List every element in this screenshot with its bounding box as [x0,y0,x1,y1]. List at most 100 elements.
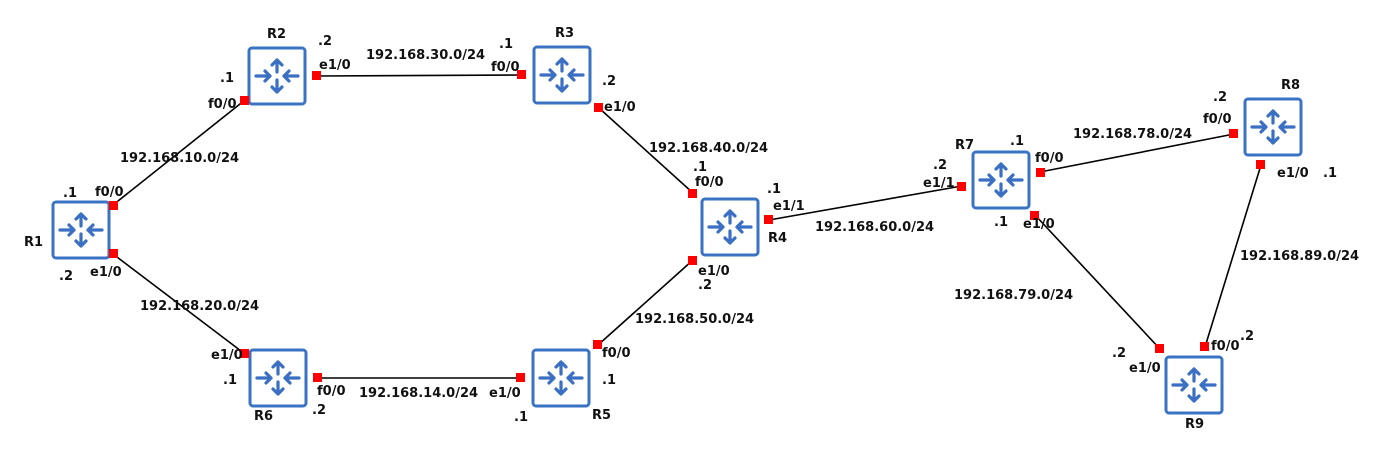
if-label-r4-f00: f0/0 [695,175,724,190]
ip-label-r2-e10: .2 [318,34,332,49]
router-r5[interactable] [531,348,591,408]
router-label-r2: R2 [267,27,286,42]
if-label-r5-f00: f0/0 [602,346,631,361]
router-r2[interactable] [247,46,307,106]
link-r4-r7 [768,185,963,221]
link-r3-r4 [598,107,694,194]
ip-label-r6-e10: .1 [223,373,237,388]
interface-labels: f0/0 .1 e1/0 .2 f0/0 .1 e1/0 .2 f0/0 .1 … [59,34,1337,425]
link-r8-r9 [1204,164,1262,348]
port-r5-f00[interactable] [593,340,602,349]
router-label-r4: R4 [768,231,787,246]
link-r2-r3 [316,74,523,77]
link-r4-r5 [597,259,694,346]
ip-label-r3-e10: .2 [602,74,616,89]
port-r5-e10[interactable] [516,373,525,382]
ip-label-r5-e10: .1 [514,410,528,425]
router-label-r7: R7 [955,138,974,153]
if-label-r6-e10: e1/0 [211,348,243,363]
ip-label-r3-f00: .1 [499,37,513,52]
if-label-r1-e10: e1/0 [90,265,122,280]
router-r1[interactable] [51,200,111,260]
router-label-r8: R8 [1281,78,1300,93]
network-label-r4-r7: 192.168.60.0/24 [815,220,934,235]
if-label-r7-e10: e1/0 [1023,217,1055,232]
network-label-r7-r9: 192.168.79.0/24 [954,288,1073,303]
port-r6-e10[interactable] [240,349,249,358]
if-label-r4-e10: e1/0 [698,264,730,279]
router-r3[interactable] [532,45,592,105]
if-label-r6-f00: f0/0 [317,384,346,399]
link-r1-r2 [112,99,246,206]
if-label-r7-e11: e1/1 [923,176,955,191]
ip-label-r1-f00: .1 [63,186,77,201]
port-r8-e10[interactable] [1256,160,1265,169]
if-label-r8-f00: f0/0 [1203,112,1232,127]
link-r1-r6 [112,253,246,355]
ports [109,70,1265,382]
ip-label-r7-f00: .1 [1010,134,1024,149]
network-label-r1-r6: 192.168.20.0/24 [140,299,259,314]
network-label-r7-r8: 192.168.78.0/24 [1073,127,1192,142]
network-labels: 192.168.10.0/24 192.168.20.0/24 192.168.… [120,48,1359,401]
router-r8[interactable] [1243,97,1303,157]
port-r7-e10[interactable] [1030,211,1039,220]
port-r1-e10[interactable] [109,249,118,258]
ip-label-r9-e10: .2 [1112,346,1126,361]
port-r4-e11[interactable] [764,215,773,224]
network-label-r6-r5: 192.168.14.0/24 [359,386,478,401]
network-label-r3-r4: 192.168.40.0/24 [649,141,768,156]
network-label-r2-r3: 192.168.30.0/24 [366,48,485,63]
port-r3-e10[interactable] [594,103,603,112]
router-label-r9: R9 [1185,417,1204,432]
network-label-r4-r5: 192.168.50.0/24 [635,312,754,327]
router-r7[interactable] [971,150,1031,210]
router-r9[interactable] [1164,355,1224,415]
port-r3-f00[interactable] [517,70,526,79]
router-r4[interactable] [700,197,760,257]
if-label-r4-e11: e1/1 [773,199,805,214]
if-label-r3-e10: e1/0 [604,100,636,115]
ip-label-r5-f00: .1 [602,373,616,388]
port-r4-e10[interactable] [688,256,697,265]
router-label-r5: R5 [592,408,611,423]
port-r2-f00[interactable] [240,96,249,105]
ip-label-r4-f00: .1 [693,160,707,175]
network-label-r8-r9: 192.168.89.0/24 [1240,249,1359,264]
ip-label-r9-f00: .2 [1240,329,1254,344]
ip-label-r4-e11: .1 [767,182,781,197]
ip-label-r2-f00: .1 [220,71,234,86]
ip-label-r7-e10: .1 [994,215,1008,230]
ip-label-r1-e10: .2 [59,269,73,284]
port-r8-f00[interactable] [1229,129,1238,138]
links [112,74,1262,379]
port-r7-f00[interactable] [1036,168,1045,177]
if-label-r3-f00: f0/0 [491,60,520,75]
link-r7-r8 [1039,133,1235,173]
ip-label-r8-e10: .1 [1323,166,1337,181]
router-r6[interactable] [248,348,308,408]
port-r9-e10[interactable] [1155,344,1164,353]
port-r4-f00[interactable] [688,189,697,198]
ip-label-r6-f00: .2 [312,403,326,418]
router-label-r6: R6 [254,409,273,424]
if-label-r2-e10: e1/0 [319,58,351,73]
router-label-r3: R3 [555,26,574,41]
port-r6-f00[interactable] [313,373,322,382]
ip-label-r7-e11: .2 [933,158,947,173]
port-r2-e10[interactable] [312,71,321,80]
if-label-r7-f00: f0/0 [1035,151,1064,166]
if-label-r2-f00: f0/0 [208,97,237,112]
if-label-r8-e10: e1/0 [1277,166,1309,181]
port-r7-e11[interactable] [957,182,966,191]
ip-label-r8-f00: .2 [1213,90,1227,105]
port-r1-f00[interactable] [109,201,118,210]
port-r9-f00[interactable] [1200,342,1209,351]
if-label-r5-e10: e1/0 [489,386,521,401]
router-label-r1: R1 [24,235,43,250]
router-labels: R1 R2 R3 R4 R5 R6 R7 R8 R9 [24,26,1300,432]
if-label-r1-f00: f0/0 [95,185,124,200]
if-label-r9-f00: f0/0 [1211,339,1240,354]
link-r7-r9 [1034,214,1161,350]
